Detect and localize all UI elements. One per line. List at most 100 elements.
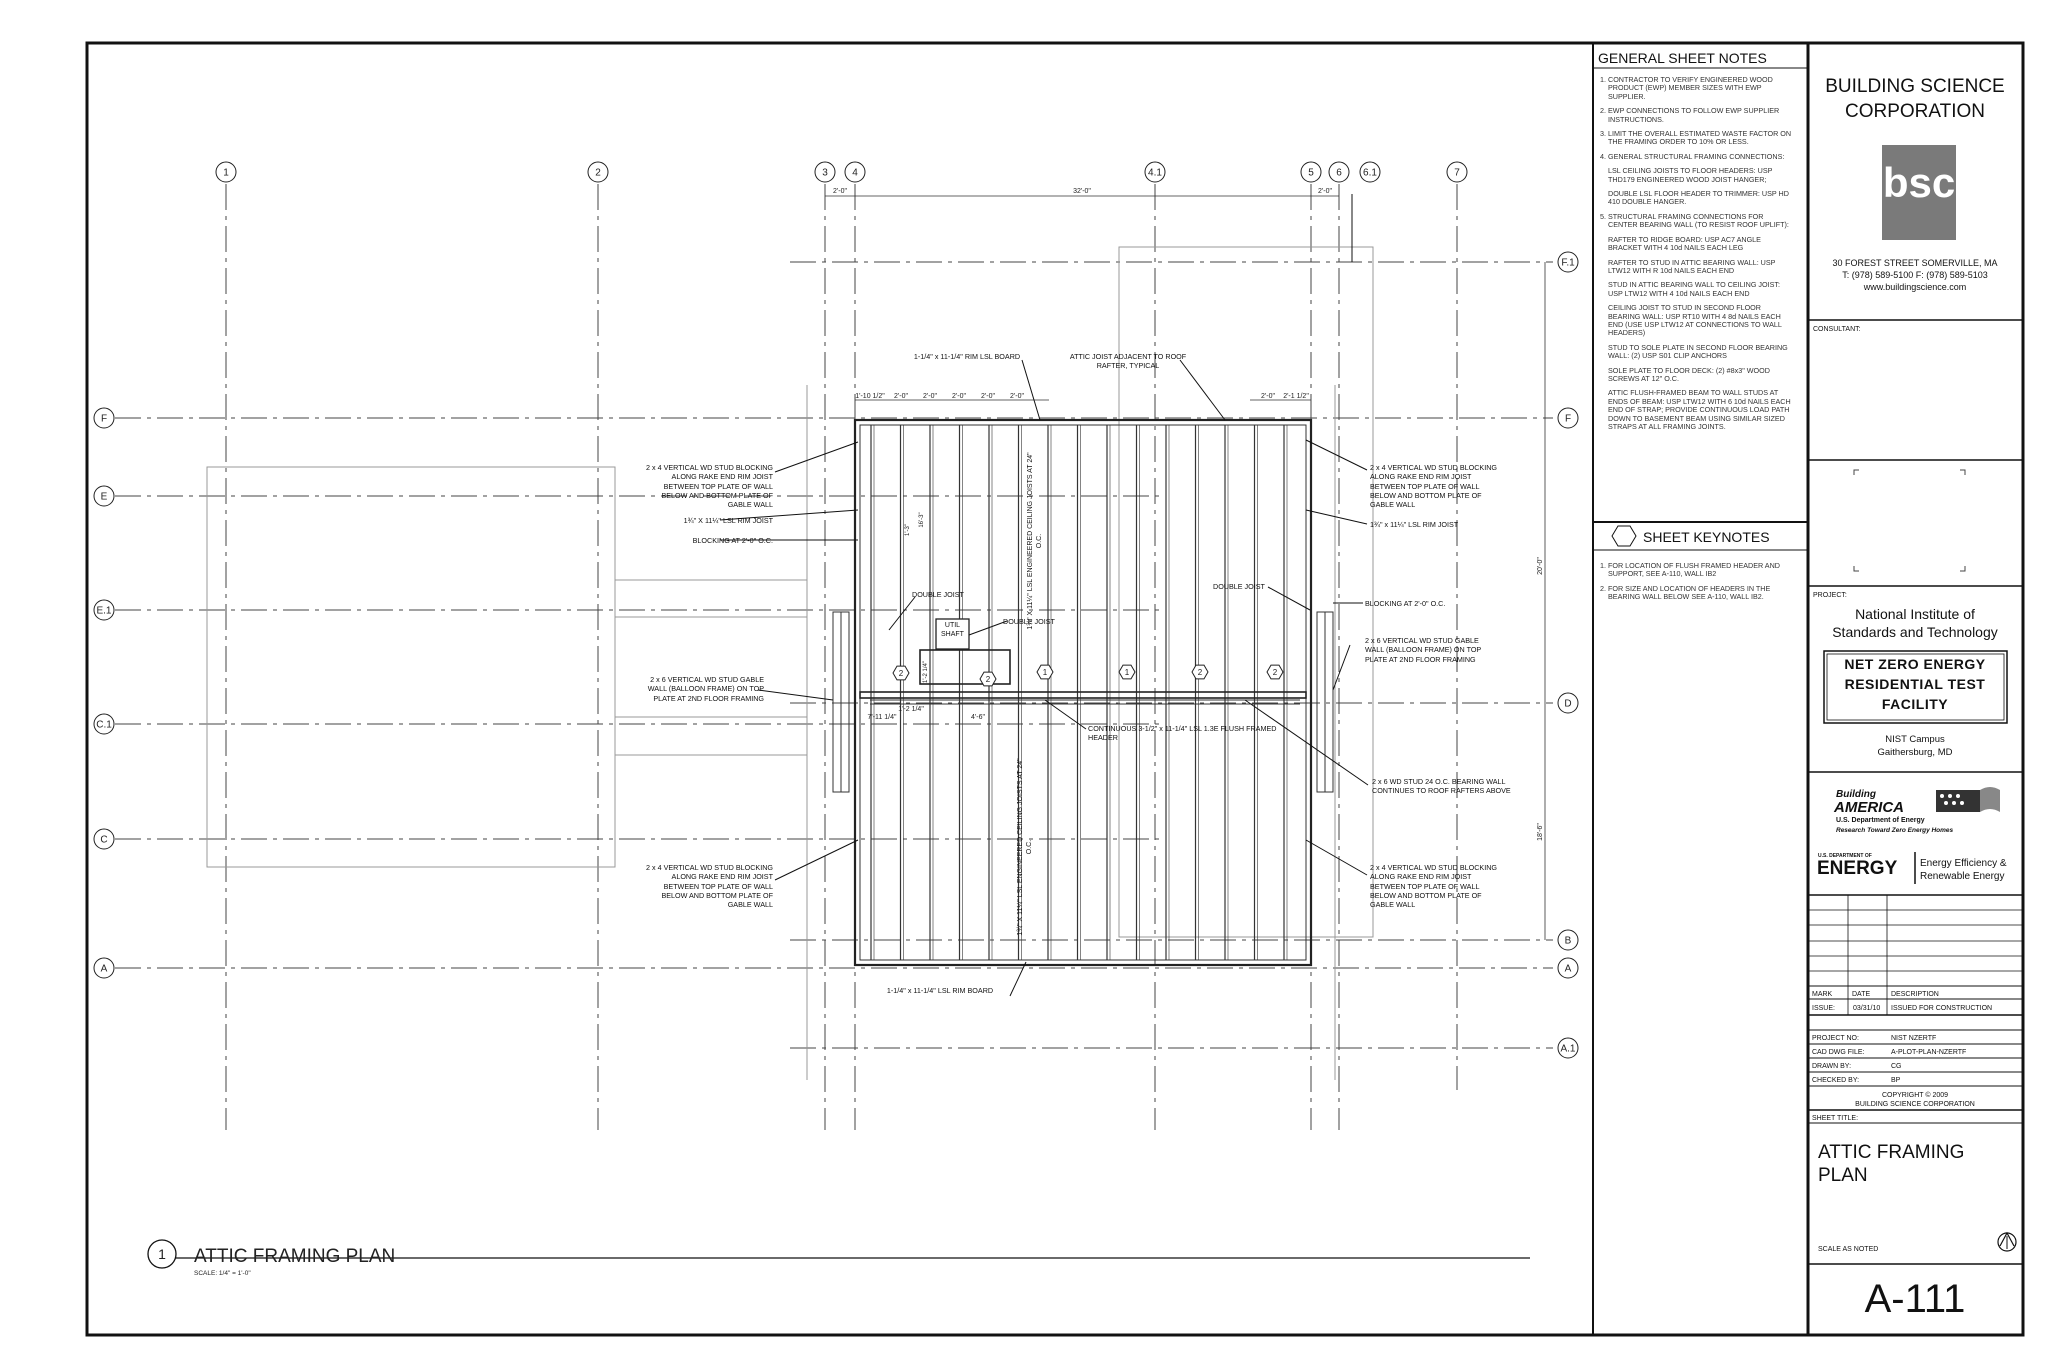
copyright-2: BUILDING SCIENCE CORPORATION — [1855, 1101, 1975, 1108]
dim-sp-6: 2'-0" — [1010, 393, 1024, 400]
drawn-by-value: CG — [1891, 1063, 1902, 1070]
project-label: PROJECT: — [1813, 592, 1847, 599]
cad-file-label: CAD DWG FILE: — [1812, 1049, 1865, 1056]
rev-header-mark: MARK — [1812, 991, 1833, 998]
grid-bubble — [1144, 161, 1166, 183]
note-ceiling-joists-bottom: 1¾" X 11¼" LSL ENGINEERED CEILING JOISTS… — [1017, 758, 1033, 936]
issue-desc: ISSUED FOR CONSTRUCTION — [1891, 1005, 1992, 1012]
dim-right-1: 20'-0" — [1537, 557, 1544, 575]
bsc-logo-text: bsc — [1883, 159, 1955, 206]
dim-top-1: 2'-0" — [833, 188, 847, 195]
project-name-box — [1823, 650, 2008, 724]
grid-bubble-label: 4.1 — [1148, 168, 1162, 179]
note-ceiling-joists-top: 1¾" X 11¼" LSL ENGINEERED CEILING JOISTS… — [1027, 452, 1043, 630]
note-rim-board-top: 1-1/4" x 11-1/4" RIM LSL BOARD — [913, 352, 1021, 361]
ba-logo-4: Research Toward Zero Energy Homes — [1836, 827, 1954, 834]
dim-sp-1: 1'-10 1/2" — [855, 393, 885, 400]
sheet-title-label: SHEET TITLE: — [1812, 1115, 1858, 1122]
rim-outline — [853, 418, 1313, 967]
grid-bubble — [215, 161, 237, 183]
grid-bubble-label: D — [1564, 699, 1571, 710]
project-name-1: NET ZERO ENERGY — [1844, 656, 1985, 672]
dim-misc-4: 1'-2 1/4" — [923, 661, 929, 683]
north-arrow-icon — [1997, 1231, 2017, 1252]
note-double-joist-c: DOUBLE JOIST — [1003, 617, 1055, 626]
grid-bubble — [1557, 957, 1579, 979]
grid-lines — [115, 184, 1553, 1130]
general-note-5-a: RAFTER TO RIDGE BOARD: USP AC7 ANGLE BRA… — [1608, 234, 1761, 253]
keynote-tag-label: 2 — [899, 669, 904, 678]
drawing-title: ATTIC FRAMING PLAN — [194, 1246, 395, 1267]
grid-bubble-label: A — [101, 964, 108, 975]
grid-bubble-label: 5 — [1308, 168, 1314, 179]
grid-bubble — [1359, 161, 1381, 183]
note-rim-board-bottom: 1-1/4" x 11-1/4" LSL RIM BOARD — [886, 986, 994, 995]
project-no-value: NIST NZERTF — [1891, 1035, 1936, 1042]
gable-wall-studs — [832, 611, 1334, 793]
general-notes-heading: GENERAL SHEET NOTES — [1598, 50, 1767, 66]
dim-right-2: 18'-6" — [1537, 823, 1544, 841]
company-address: 30 FOREST STREET SOMERVILLE, MA — [1832, 258, 1997, 268]
grid-bubble — [844, 161, 866, 183]
general-note-2: EWP CONNECTIONS TO FOLLOW EWP SUPPLIER I… — [1608, 107, 1792, 124]
drawing-scale: SCALE: 1/4" = 1'-0" — [194, 1270, 251, 1277]
company-name-1: BUILDING SCIENCE — [1825, 76, 2004, 97]
company-phone: T: (978) 589-5100 F: (978) 589-5103 — [1842, 270, 1988, 280]
general-note-5-b: RAFTER TO STUD IN ATTIC BEARING WALL: US… — [1608, 257, 1776, 275]
grid-bubble — [1557, 251, 1579, 273]
grid-bubble — [93, 407, 115, 429]
general-note-5-f: SOLE PLATE TO FLOOR DECK: (2) #8x3" WOOD… — [1608, 365, 1770, 383]
general-note-3: LIMIT THE OVERALL ESTIMATED WASTE FACTOR… — [1608, 129, 1792, 147]
flush-header — [859, 691, 1307, 699]
note-continuous-header: CONTINUOUS 3-1/2" x 11-1/4" LSL 1.3E FLU… — [1088, 724, 1277, 742]
ba-logo-3: U.S. Department of Energy — [1836, 817, 1925, 824]
doe-1: U.S. DEPARTMENT OF — [1818, 853, 1872, 859]
keynote-tag — [1191, 664, 1209, 680]
dim-misc-2: 1'-2 1/4" — [898, 706, 924, 713]
client-line-1: National Institute of — [1855, 606, 1975, 622]
sheet-keynotes-list: FOR LOCATION OF FLUSH FRAMED HEADER AND … — [1592, 561, 1792, 608]
dim-sp-3: 2'-0" — [923, 393, 937, 400]
note-vert-stud-tr: 2 x 4 VERTICAL WD STUD BLOCKING ALONG RA… — [1370, 463, 1498, 510]
keynote-tag — [1036, 664, 1054, 680]
ba-logo-2: AMERICA — [1833, 799, 1904, 816]
grid-bubble-label: C — [100, 835, 107, 846]
sheet-keynotes-heading: SHEET KEYNOTES — [1643, 529, 1770, 545]
grid-bubble — [1557, 1037, 1579, 1059]
note-rim-joist-r: 1¾" x 11¼" LSL RIM JOIST — [1370, 520, 1459, 529]
scale-label: SCALE AS NOTED — [1818, 1246, 1878, 1253]
doe-4: Renewable Energy — [1920, 871, 2005, 882]
ba-logo-1: Building — [1836, 789, 1876, 800]
general-note-5: STRUCTURAL FRAMING CONNECTIONS FOR CENTE… — [1608, 211, 1792, 432]
stamp-corners — [1853, 469, 1966, 572]
sheet-title-2: PLAN — [1818, 1165, 1868, 1186]
doe-2: ENERGY — [1817, 858, 1898, 879]
sheet-number: A-111 — [1865, 1277, 1966, 1321]
dim-sp-8: 2'-1 1/2" — [1283, 393, 1309, 400]
doe-3: Energy Efficiency & — [1920, 858, 2007, 869]
grid-bubble-label: 6.1 — [1363, 168, 1377, 179]
grid-bubble-label: F — [101, 414, 107, 425]
consultant-label: CONSULTANT: — [1813, 326, 1861, 333]
general-note-5-head: STRUCTURAL FRAMING CONNECTIONS FOR CENTE… — [1608, 211, 1789, 230]
grid-bubble — [93, 599, 115, 621]
note-gable-wall-r: 2 x 6 VERTICAL WD STUD GABLE WALL (BALLO… — [1365, 636, 1482, 664]
general-note-5-d: CEILING JOIST TO STUD IN SECOND FLOOR BE… — [1608, 303, 1782, 338]
keynote-tag — [892, 665, 910, 681]
note-vert-stud-br: 2 x 4 VERTICAL WD STUD BLOCKING ALONG RA… — [1370, 863, 1498, 910]
grid-bubble-label: F — [1565, 414, 1571, 425]
keynote-tag-label: 2 — [986, 675, 991, 684]
general-note-4-b: DOUBLE LSL FLOOR HEADER TO TRIMMER: USP … — [1608, 189, 1789, 207]
grid-bubble — [1557, 692, 1579, 714]
note-gable-wall-l: 2 x 6 VERTICAL WD STUD GABLE WALL (BALLO… — [647, 675, 764, 703]
rev-header-description: DESCRIPTION — [1891, 991, 1939, 998]
cad-file-value: A-PLOT-PLAN-NZERTF — [1891, 1049, 1966, 1056]
grid-bubble — [814, 161, 836, 183]
note-vert-stud-bl: 2 x 4 VERTICAL WD STUD BLOCKING ALONG RA… — [645, 863, 773, 910]
drawn-by-label: DRAWN BY: — [1812, 1063, 1851, 1070]
keynote-tag — [979, 671, 997, 687]
issue-label: ISSUE: — [1812, 1005, 1835, 1012]
grid-bubble-label: 3 — [822, 168, 828, 179]
note-blocking-l: BLOCKING AT 2'-0" O.C. — [692, 536, 773, 545]
